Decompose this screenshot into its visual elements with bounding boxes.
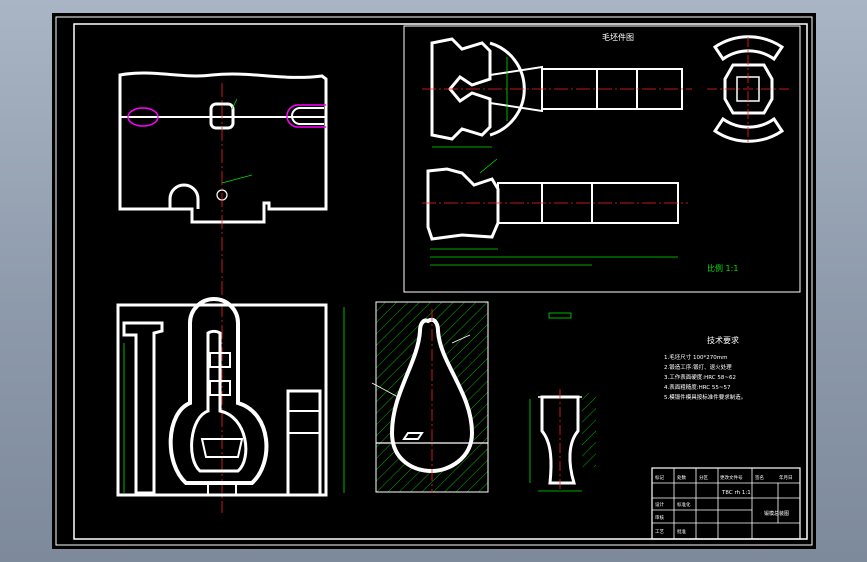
detail-label-box (548, 312, 572, 319)
die-plan-right-slot (286, 104, 326, 128)
title-block-frame (651, 467, 801, 540)
sheet-border-outer (55, 16, 813, 546)
blank-front-view (422, 37, 692, 148)
die-section-left-channel (122, 321, 164, 495)
die-plan-outline (118, 71, 328, 224)
tech-req-item-4: 4.表面粗糙度:HRC 55~57 (664, 383, 731, 391)
die-section-view (116, 297, 345, 497)
hatched-die-half (371, 301, 489, 493)
blank-end-view (707, 35, 790, 143)
cad-drawing: 毛坯件图 比例 1:1 (55, 16, 813, 546)
title-block-cell-7: 标准化 (677, 501, 691, 508)
title-block-cell-2: 分区 (699, 474, 708, 481)
title-block-cell-0: 标记 (655, 474, 664, 481)
hatched-die-leader (371, 382, 399, 398)
blank-side-view (422, 158, 688, 266)
title-block-cell-9: 工艺 (655, 529, 664, 535)
blank-side-head (426, 167, 500, 241)
tech-req-title: 技术要求 (707, 335, 739, 345)
die-section-bottom-plug (207, 482, 237, 496)
die-section-knockout (200, 438, 244, 458)
title-block-cell-3: 更改文件号 (720, 474, 743, 481)
blank-end-top-arc (712, 35, 785, 62)
blank-view-title: 毛坯件图 (602, 32, 634, 42)
tech-req-item-3: 3.工作表面硬度:HRC 58~62 (664, 373, 736, 381)
die-plan-dim-leader (221, 174, 253, 184)
title-block: 标记 处数 分区 更改文件号 签名 年月日 设计 标准化 审核 工艺 批准 T8… (651, 467, 801, 540)
tech-req-item-1: 1.毛坯尺寸 100*270mm (664, 353, 727, 361)
die-plan-left-cavity (127, 107, 159, 127)
title-block-cell-4: 签名 (755, 474, 764, 481)
blank-head-arc (489, 41, 526, 137)
blank-view-scale: 比例 1:1 (707, 263, 738, 273)
die-section-cavity-slot-2 (209, 380, 231, 396)
sheet-border-inner (73, 23, 808, 540)
title-block-cell-1: 处数 (677, 474, 686, 481)
blank-end-core (723, 63, 774, 115)
blank-view-frame (403, 25, 801, 293)
title-block-cell-10: 批准 (677, 528, 686, 535)
blank-end-bottom-arc (712, 116, 785, 143)
blank-side-dim-leader (479, 158, 498, 174)
title-block-cell-8: 审核 (655, 514, 664, 521)
die-section-cavity-outer (168, 297, 269, 485)
ejector-detail (529, 389, 596, 492)
die-plan-dim-leader-2 (231, 98, 238, 110)
die-section-right-insert (286, 389, 322, 497)
tech-req-item-2: 2.锻造工序:锻打、退火处理 (664, 363, 732, 371)
blank-forked-head (430, 37, 492, 141)
die-section-cavity-inner (190, 329, 248, 473)
die-plan-view (118, 71, 328, 513)
title-block-cell-6: 设计 (655, 501, 664, 508)
hatched-die-flash (402, 432, 424, 440)
title-block-drawing-name: 锻模总装图 (764, 510, 789, 517)
cad-drawing-canvas[interactable]: 毛坯件图 比例 1:1 (52, 13, 816, 549)
tech-req-item-5: 5.模锻件模具按标准件要求制造。 (664, 393, 746, 401)
technical-requirements: 技术要求 1.毛坯尺寸 100*270mm 2.锻造工序:锻打、退火处理 3.工… (664, 335, 746, 401)
die-section-cavity-slot-1 (209, 352, 231, 368)
ejector-outline (540, 395, 580, 485)
title-block-cell-5: 年月日 (779, 474, 793, 481)
ejector-hatch-area (582, 393, 596, 467)
die-plan-bottom-notch (168, 183, 200, 209)
die-plan-right-slot-outline (291, 107, 324, 125)
hatched-die-leader-2 (451, 334, 471, 344)
title-block-material: T8C rh 1:1 (721, 490, 751, 496)
